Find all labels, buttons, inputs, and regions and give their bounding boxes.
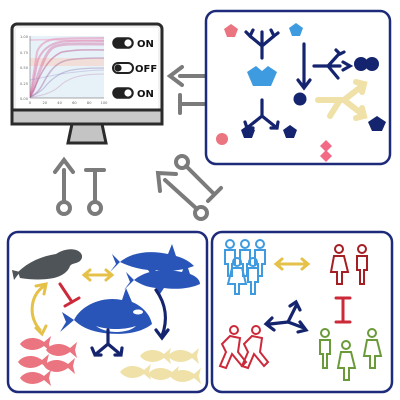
green-people-group xyxy=(319,328,383,381)
person-icon xyxy=(224,239,236,277)
crown-shape-icon xyxy=(247,66,277,86)
pentagon-icon xyxy=(224,24,238,37)
pentagon-icon xyxy=(368,116,386,131)
toggle-on-1[interactable]: ON xyxy=(112,37,154,50)
x-tick-label: 80 xyxy=(87,101,92,105)
mini-plot-area xyxy=(30,36,104,98)
mini-plot: 1.00 0.75 0.50 0.25 0.00 0 20 40 60 80 1… xyxy=(20,35,108,105)
red-people-group xyxy=(329,244,368,285)
y-tick-label: 0.50 xyxy=(20,66,29,70)
people-panel xyxy=(210,230,394,394)
x-tick-label: 20 xyxy=(43,101,48,105)
person-icon xyxy=(329,244,350,285)
branch-arrow-icon xyxy=(243,98,280,130)
person-icon xyxy=(319,328,331,369)
sand-branch-arrow-icon xyxy=(315,79,368,121)
inhibition-icon xyxy=(58,282,81,308)
diamond-icon xyxy=(320,150,332,162)
seal-icon xyxy=(18,249,83,280)
runner-icon xyxy=(218,325,248,370)
yellow-curved-arrow-icon xyxy=(30,282,48,337)
person-icon xyxy=(336,340,357,381)
circle-icon xyxy=(293,92,307,106)
yellow-double-arrow-icon xyxy=(273,257,311,271)
toggle-label: OFF xyxy=(135,64,157,75)
activation-arrow-diagonal xyxy=(155,170,209,221)
inhibition-icon xyxy=(334,296,352,324)
branch-arrow-icon xyxy=(312,48,354,80)
y-tick-label: 0.75 xyxy=(20,51,28,55)
person-icon xyxy=(362,328,383,369)
diamond-icon xyxy=(320,140,332,152)
circle-icon xyxy=(216,133,228,145)
y-tick-label: 1.00 xyxy=(20,35,29,39)
pentagon-icon xyxy=(283,125,297,138)
toggle-off[interactable]: OFF xyxy=(112,62,157,75)
orca-icon xyxy=(60,288,152,334)
person-icon xyxy=(226,257,248,295)
monitor-stand xyxy=(66,122,108,145)
person-icon xyxy=(356,244,368,285)
toggle-label: ON xyxy=(137,39,154,50)
circle-icon xyxy=(354,57,368,71)
x-tick-label: 40 xyxy=(57,101,62,105)
branch-arrow-icon xyxy=(296,42,312,91)
activation-arrow-up xyxy=(53,156,75,216)
branch-arrow-icon xyxy=(90,288,170,357)
inhibition-connector-diagonal xyxy=(174,154,223,203)
runner-icon xyxy=(240,325,270,370)
shark-icon xyxy=(124,262,200,294)
computer-monitor: 1.00 0.75 0.50 0.25 0.00 0 20 40 60 80 1… xyxy=(10,22,164,145)
y-tick-label: 0.00 xyxy=(20,97,29,101)
yellow-double-arrow-icon xyxy=(81,268,115,282)
mini-plot-traces xyxy=(30,37,104,98)
monitor-chin xyxy=(10,108,164,126)
toggle-label: ON xyxy=(137,89,154,100)
toggle-on-2[interactable]: ON xyxy=(112,87,154,100)
person-icon xyxy=(247,257,259,295)
network-panel xyxy=(204,9,392,166)
shark-icon xyxy=(110,244,194,276)
x-tick-label: 60 xyxy=(72,101,77,105)
pentagon-icon xyxy=(289,23,303,36)
blue-people-group xyxy=(224,239,266,295)
runner-group xyxy=(218,325,270,370)
circle-icon xyxy=(365,57,379,71)
branch-arrow-icon xyxy=(244,28,280,60)
inhibition-connector-up xyxy=(84,168,106,216)
seal-tail-icon xyxy=(12,270,20,280)
y-tick-label: 0.25 xyxy=(20,82,28,86)
branch-arrow-icon xyxy=(263,299,309,334)
x-tick-label: 100 xyxy=(101,101,109,105)
x-tick-label: 0 xyxy=(29,101,32,105)
marine-panel xyxy=(6,230,209,394)
